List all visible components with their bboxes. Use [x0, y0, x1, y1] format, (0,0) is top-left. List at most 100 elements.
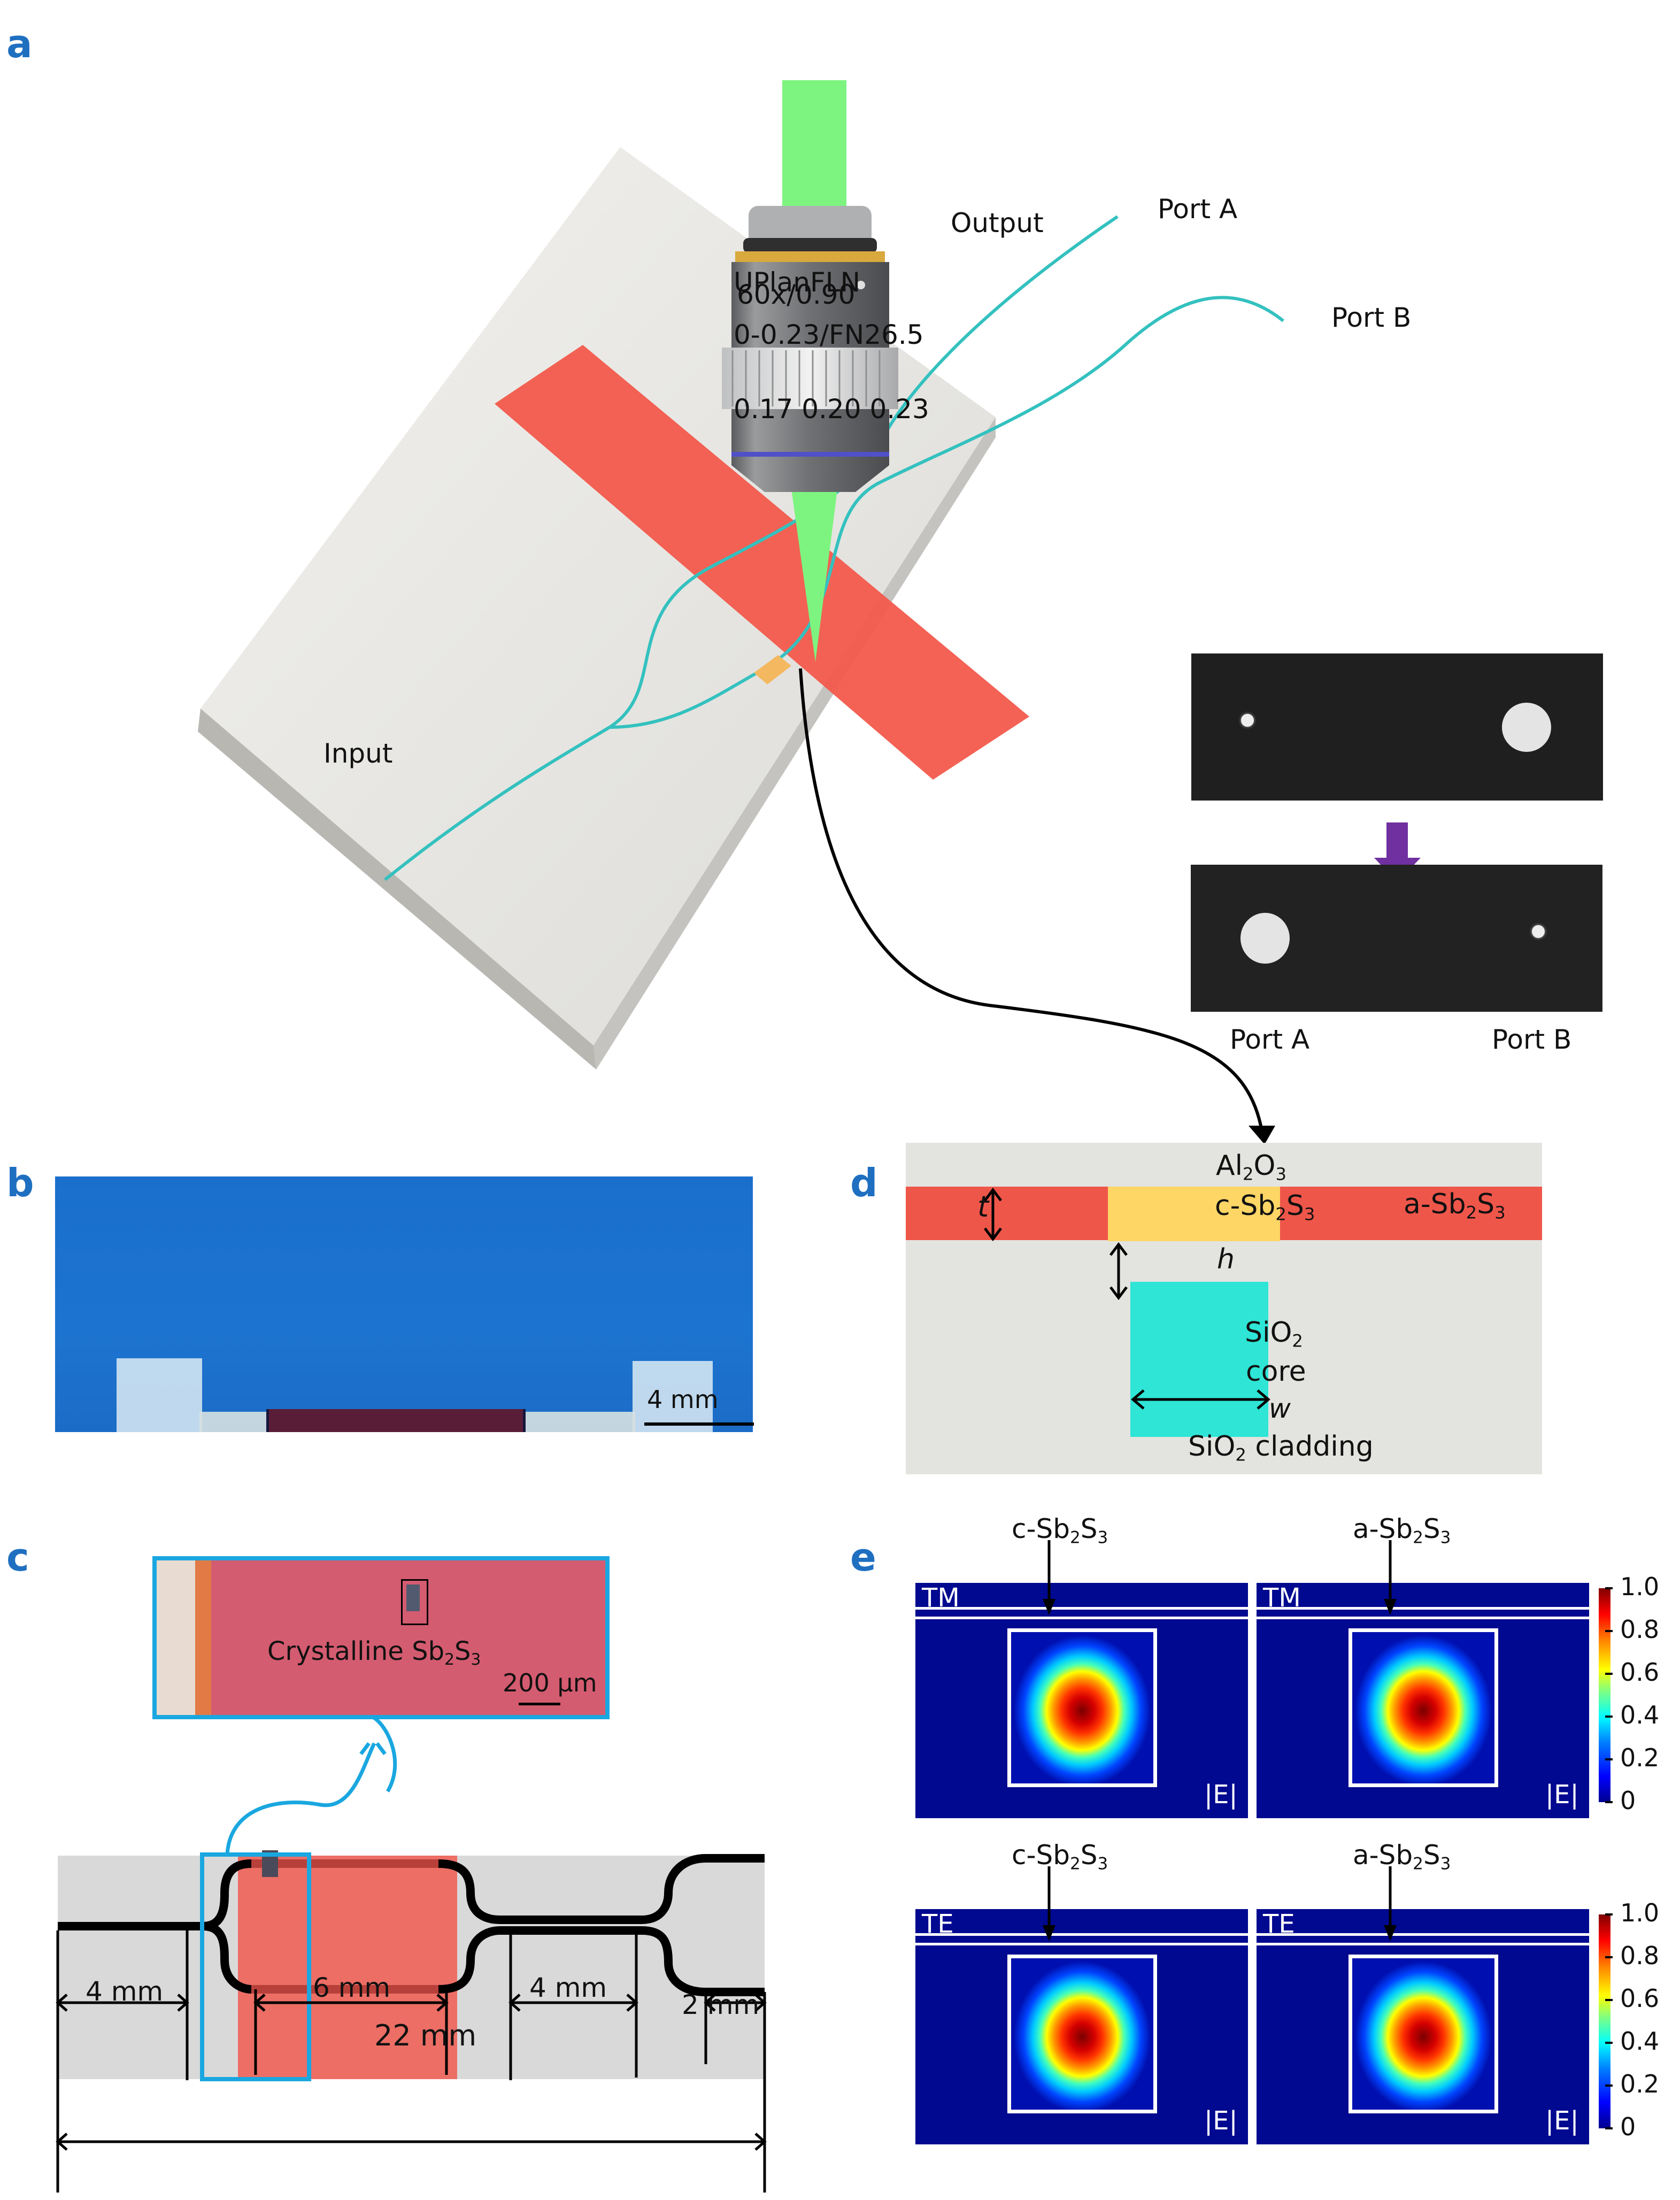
inset-edge [195, 1560, 211, 1715]
colorbar-tick-label: 0.4 [1620, 1701, 1660, 1729]
phase-label: c-Sb2S3 [1012, 1513, 1108, 1548]
panel-label-d: d [850, 1160, 878, 1205]
mode-label: TM [922, 1583, 960, 1613]
cross-section-arrows [984, 1187, 1270, 1410]
phase-arrow [1043, 1540, 1055, 1615]
panel-label-c: c [6, 1535, 29, 1580]
mzi-waveguide [58, 1854, 765, 1996]
layer-line-top [1257, 1933, 1589, 1936]
dim-label-1: 4 mm [86, 1976, 164, 2007]
label-al2o3: Al2O3 [1216, 1150, 1286, 1184]
label-core: core [1246, 1356, 1306, 1388]
a-sb2s3-layer-left [906, 1187, 1109, 1240]
dim-label-3: 4 mm [529, 1972, 607, 2003]
layer-line-bottom [1257, 1617, 1589, 1619]
core-mode-profile [1007, 1955, 1157, 2113]
colorbar [1599, 1588, 1610, 1802]
field-map: TM |E| [915, 1583, 1248, 1818]
layer-line-bottom [915, 1617, 1248, 1619]
inset-label-port-a: Port A [1230, 1024, 1310, 1055]
colorbar [1599, 1914, 1610, 2128]
colorbar-tick [1605, 1999, 1613, 2001]
label-port-b: Port B [1331, 302, 1412, 333]
chip-side-edge [198, 709, 596, 1070]
objective-text-1: UPlanFLN [734, 267, 860, 298]
objective-text-2: 60x/0.90 [737, 279, 855, 310]
layer-line-top [915, 1933, 1248, 1936]
mode-label: TE [922, 1909, 954, 1939]
colorbar-tick [1605, 1913, 1613, 1916]
phase-label: a-Sb2S3 [1353, 1513, 1451, 1548]
field-map: TM |E| [1257, 1583, 1589, 1818]
colorbar-tick [1605, 1716, 1613, 1718]
inset-scale-bar [519, 1703, 560, 1705]
inset-connector [371, 1714, 397, 1793]
output-image-after [1191, 865, 1602, 1012]
label-a-sb2s3: a-Sb2S3 [1404, 1188, 1506, 1223]
crystalline-mark-box [401, 1579, 428, 1625]
scale-bar-label-b: 4 mm [647, 1385, 719, 1414]
sio2-core [1130, 1282, 1268, 1437]
objective-text-3: 0-0.23/FN26.5 [734, 319, 924, 350]
layer-line-bottom [915, 1943, 1248, 1945]
colorbar-tick [1605, 1801, 1613, 1803]
colorbar-tick-label: 1.0 [1620, 1898, 1660, 1927]
colorbar-tick-label: 0 [1620, 1786, 1636, 1815]
mode-label: TM [1263, 1583, 1301, 1613]
crystalline-spot [754, 655, 791, 684]
layer-line-top [915, 1607, 1248, 1610]
colorbar-tick [1605, 2127, 1613, 2129]
cross-section [906, 1143, 1542, 1474]
spot-port-b-large [1502, 703, 1551, 752]
colorbar-tick [1605, 2084, 1613, 2087]
label-t: t [977, 1190, 989, 1224]
label-output: Output [951, 207, 1044, 239]
inset-scale-label: 200 µm [503, 1668, 597, 1697]
panel-label-a: a [6, 21, 33, 66]
field-map: TE |E| [915, 1909, 1248, 2144]
colorbar-tick-label: 0.2 [1620, 2070, 1660, 2098]
spot-port-a-small [1241, 714, 1254, 727]
label-h: h [1217, 1243, 1235, 1275]
phase-arrow [1384, 1540, 1397, 1615]
device-photo [55, 1176, 753, 1432]
mode-label: TE [1263, 1909, 1295, 1939]
layer-line-bottom [1257, 1943, 1589, 1945]
label-w: w [1269, 1393, 1291, 1424]
colorbar-tick-label: 0 [1620, 2112, 1636, 2141]
colorbar-tick [1605, 1956, 1613, 1958]
label-input: Input [323, 738, 393, 769]
colorbar-tick [1605, 1630, 1613, 1632]
layer-line-top [1257, 1607, 1589, 1610]
dim-label-total: 22 mm [374, 2019, 477, 2052]
connector-arrow [799, 668, 1263, 1132]
a-sb2s3-layer-right [1280, 1187, 1542, 1240]
field-label: |E| [1204, 2106, 1238, 2136]
scale-bar-b [644, 1422, 754, 1426]
inset-label-port-b: Port B [1492, 1024, 1572, 1055]
layout-schematic [56, 1714, 767, 2193]
field-label: |E| [1545, 2106, 1579, 2136]
pcm-region [238, 1856, 457, 2079]
label-port-a: Port A [1158, 194, 1238, 225]
laser-beam-focus [790, 481, 838, 662]
waveguide [384, 215, 1284, 881]
colorbar-tick-label: 0.6 [1620, 1658, 1660, 1687]
crystalline-mark [406, 1584, 420, 1611]
colorbar-tick [1605, 1758, 1613, 1760]
phase-arrow [1043, 1866, 1055, 1941]
glass-block-left [117, 1358, 202, 1432]
dimension-lines [56, 1930, 767, 2193]
label-core-sio2: SiO2 [1245, 1317, 1303, 1351]
chip-illustration: UPlanFLN 60x/0.90 0-0.23/FN26.5 0.17 0.2… [198, 80, 1284, 1144]
inset-clear-area [157, 1560, 195, 1715]
colorbar-tick [1605, 2042, 1613, 2044]
c-sb2s3-layer [1108, 1187, 1280, 1241]
sb2s3-strip [495, 345, 1029, 780]
label-c-sb2s3: c-Sb2S3 [1215, 1190, 1315, 1225]
field-label: |E| [1545, 1780, 1579, 1810]
field-map: TE |E| [1257, 1909, 1589, 2144]
field-label: |E| [1204, 1780, 1238, 1810]
objective-lens [722, 206, 898, 492]
spot-port-a-large [1240, 913, 1290, 964]
